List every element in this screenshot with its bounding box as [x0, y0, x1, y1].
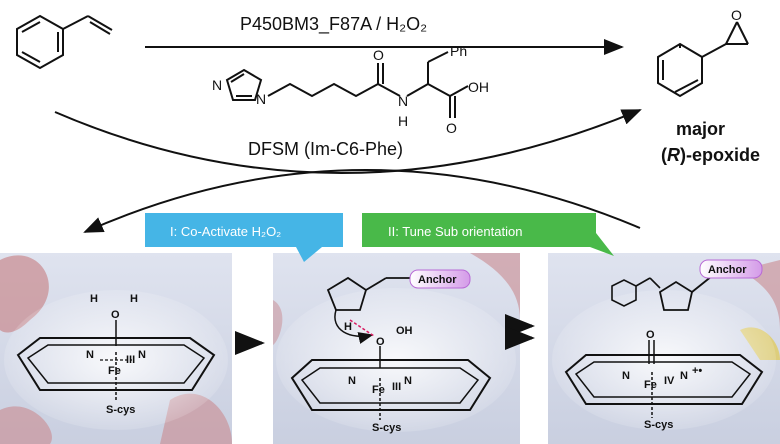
panel-h2o2-activation: Anchor H O OH N N Fe III S-cys	[273, 253, 520, 444]
p2-ligand: S-cys	[372, 422, 401, 434]
p3-oxo: O	[646, 329, 655, 341]
phenyl-label: Ph	[450, 43, 467, 59]
imidazole-n2: N	[256, 91, 266, 107]
p3-n-left: N	[622, 370, 630, 382]
p1-water-h1: H	[90, 293, 98, 305]
dfsm-structure	[225, 51, 469, 118]
product-epoxide: (R)-epoxide	[661, 145, 760, 165]
p2-n-right: N	[404, 375, 412, 387]
styrene-structure	[16, 14, 113, 70]
p1-ox: III	[126, 354, 135, 366]
epoxide-o: O	[731, 7, 742, 23]
imidazole-n1: N	[212, 77, 222, 93]
p1-n-left: N	[86, 349, 94, 361]
p1-n-right: N	[138, 349, 146, 361]
p1-ligand: S-cys	[106, 404, 135, 416]
acid-o: O	[446, 120, 457, 136]
panel-resting-state: O H H N N Fe III S-cys	[0, 253, 232, 444]
p2-n-left: N	[348, 375, 356, 387]
callout-tune-orientation-text: II: Tune Sub orientation	[388, 224, 522, 239]
p2-ox: III	[392, 381, 401, 393]
p1-water-o: O	[111, 309, 120, 321]
amide-h: H	[398, 113, 408, 129]
p2-anchor: Anchor	[418, 274, 457, 286]
callout-co-activate-text: I: Co-Activate H₂O₂	[170, 224, 281, 239]
p1-water-h2: H	[130, 293, 138, 305]
p2-oh: OH	[396, 325, 413, 337]
amide-n: N	[398, 93, 408, 109]
acid-oh: OH	[468, 79, 489, 95]
p3-radical: +•	[692, 365, 702, 377]
callout-tune-orientation: II: Tune Sub orientation	[362, 213, 614, 256]
reaction-conditions: P450BM3_F87A / H₂O₂	[240, 14, 427, 35]
product-major: major	[676, 119, 725, 139]
p2-o1: O	[376, 336, 385, 348]
panel-compound-i: Anchor O N N +• Fe IV S-cys	[548, 253, 780, 444]
p1-fe: Fe	[108, 365, 121, 377]
p2-h: H	[344, 321, 352, 333]
amide-o: O	[373, 47, 384, 63]
p3-anchor: Anchor	[708, 264, 747, 276]
p3-n-right: N	[680, 370, 688, 382]
p3-fe: Fe	[644, 379, 657, 391]
p3-ligand: S-cys	[644, 419, 673, 431]
p2-fe: Fe	[372, 384, 385, 396]
dfsm-label: DFSM (Im-C6-Phe)	[248, 139, 403, 159]
curved-arrow-to-panels	[83, 169, 641, 233]
epoxide-structure	[657, 21, 749, 98]
p3-ox: IV	[664, 375, 675, 387]
callout-co-activate: I: Co-Activate H₂O₂	[145, 213, 343, 262]
curved-arrow-to-product	[54, 109, 642, 174]
